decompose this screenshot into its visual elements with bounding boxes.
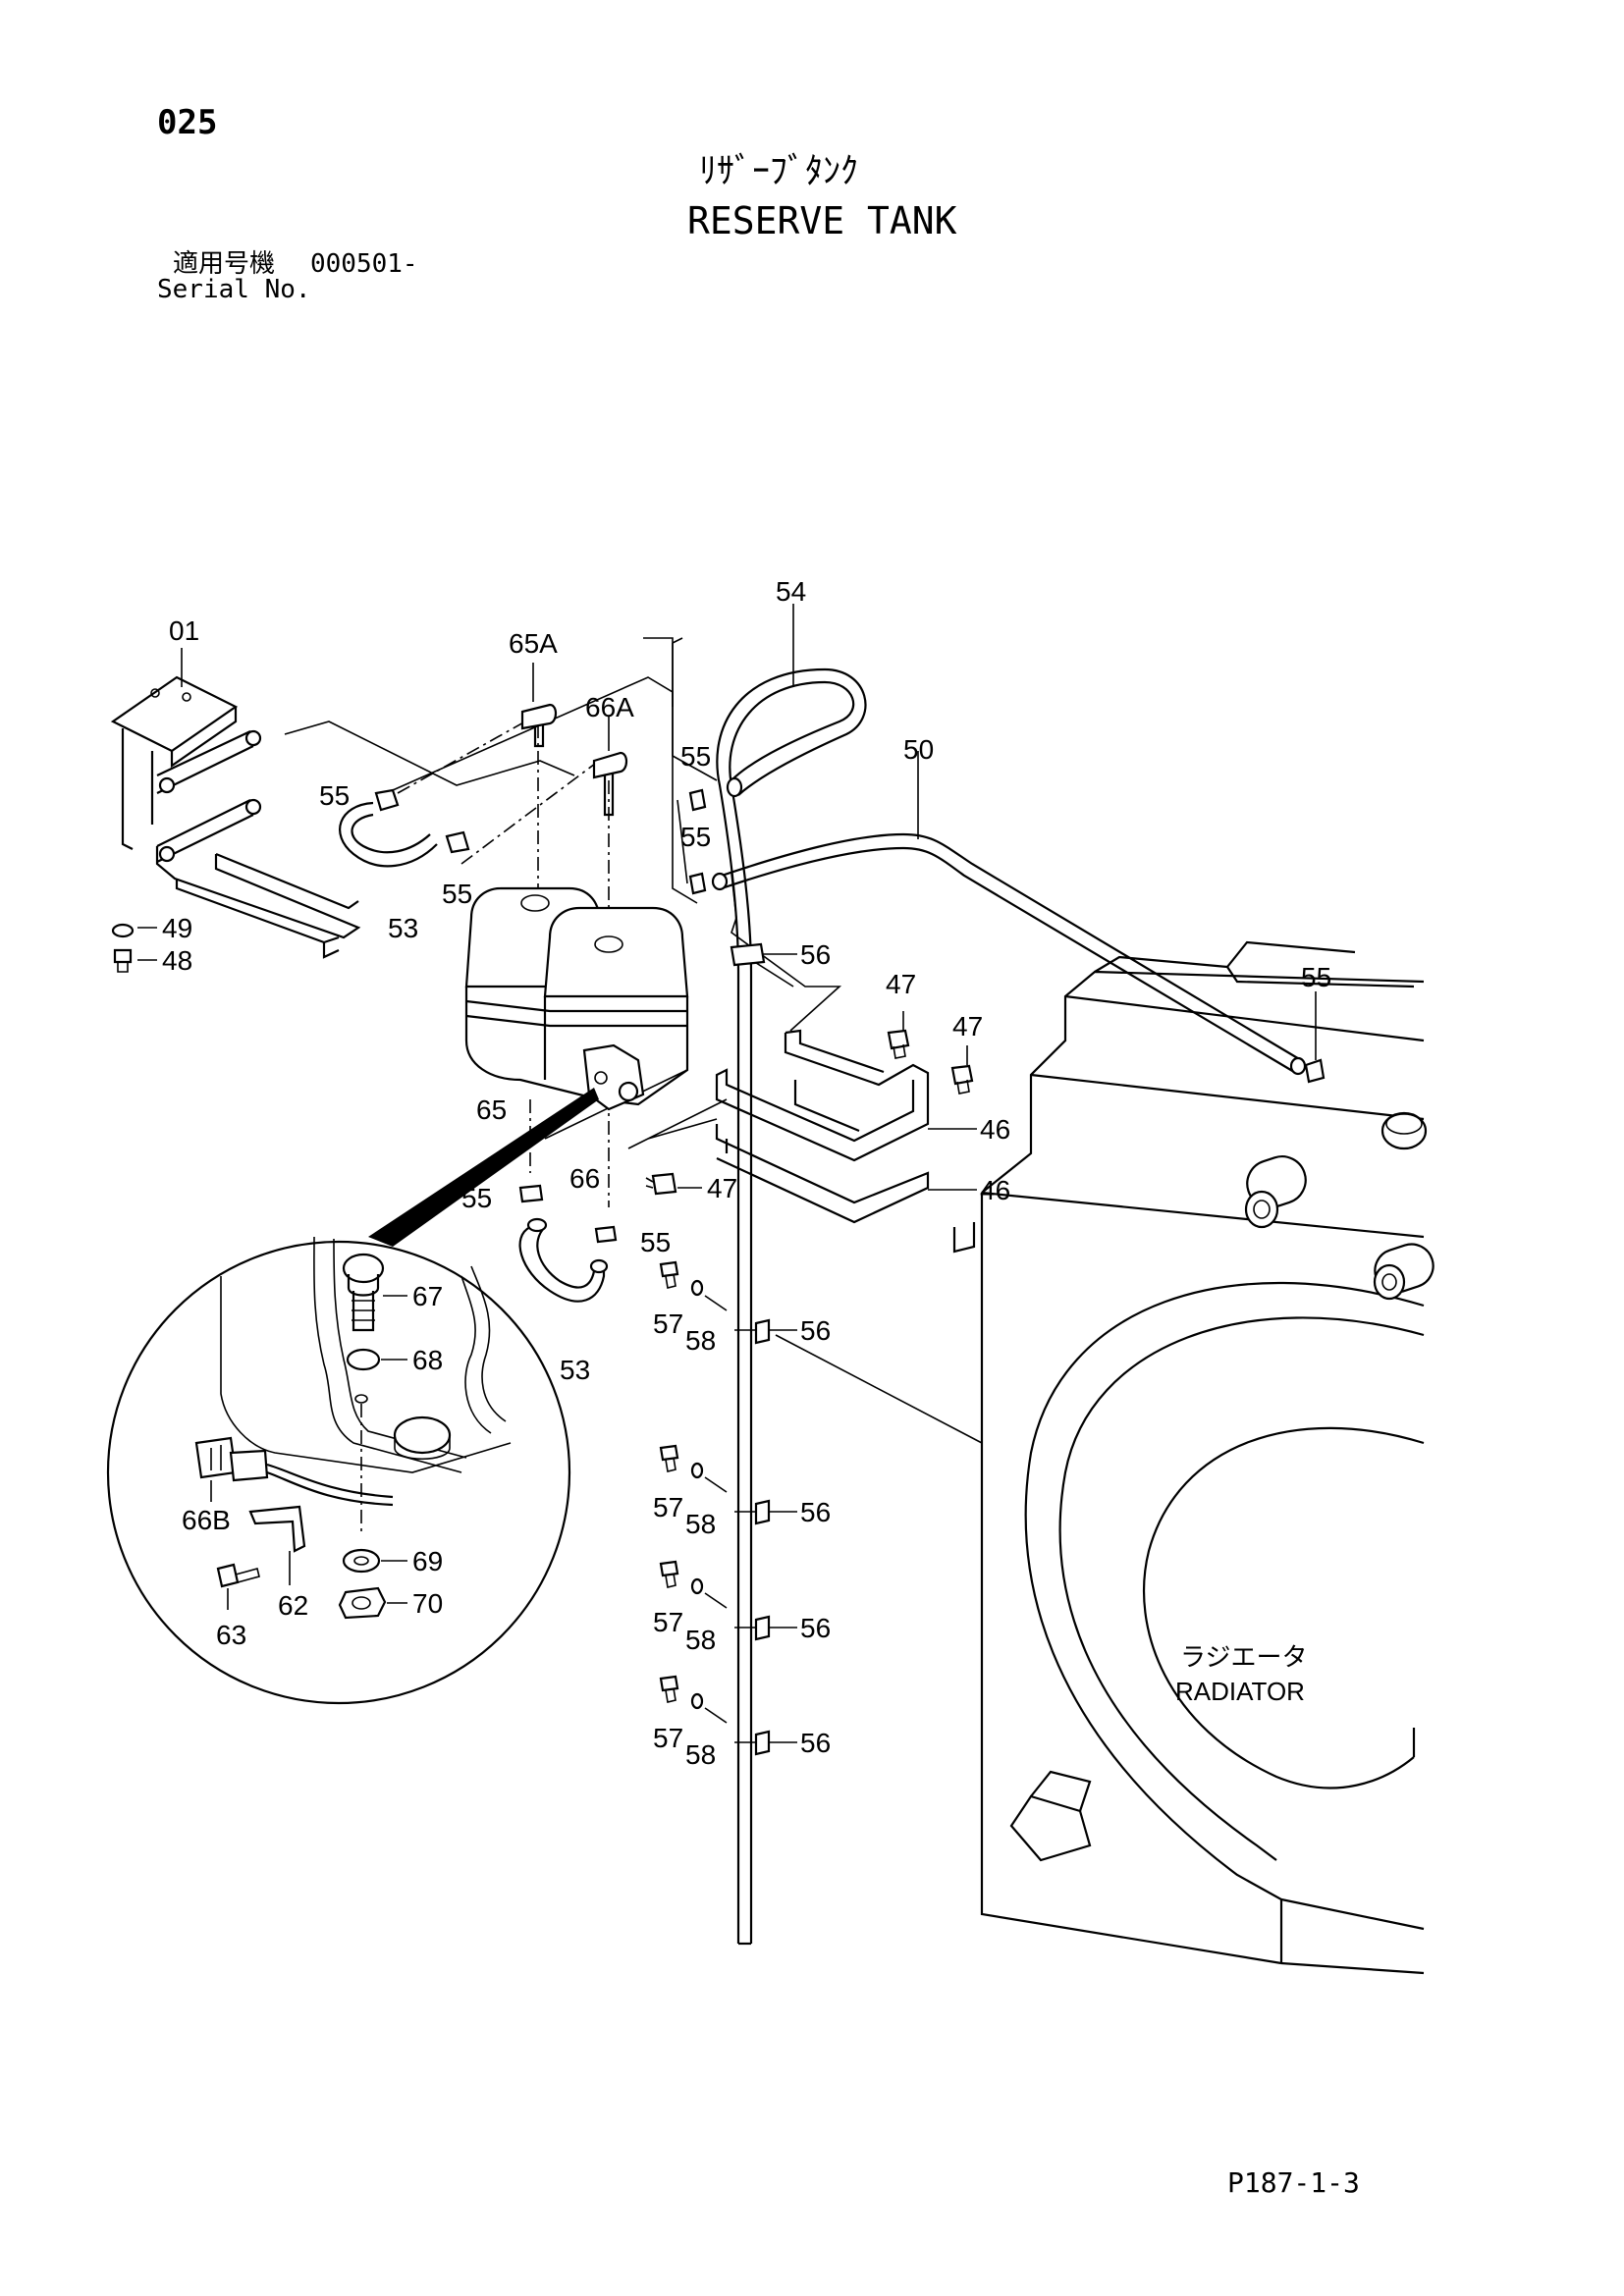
callout-56: 56	[800, 1613, 831, 1643]
callout-55: 55	[680, 822, 711, 852]
clip-56	[730, 942, 771, 1756]
callout-50: 50	[903, 734, 934, 765]
callout-58: 58	[685, 1625, 716, 1655]
serial-label-japanese: 適用号機	[173, 249, 276, 279]
callout-57: 57	[653, 1607, 683, 1637]
detail-magnified-view	[106, 1088, 599, 1705]
reserve-tank-65	[464, 886, 689, 1111]
radiator-label-japanese: ラジエータ	[1180, 1642, 1307, 1672]
callout-47: 47	[952, 1011, 983, 1041]
fitting-66A	[592, 751, 628, 817]
hose-50	[711, 832, 1307, 1076]
callout-58: 58	[685, 1509, 716, 1539]
callout-48: 48	[162, 945, 192, 976]
connector-66B	[194, 1436, 394, 1507]
callout-66: 66	[569, 1163, 600, 1194]
callout-66A: 66A	[585, 692, 634, 722]
bracket-01	[110, 675, 361, 973]
callout-57: 57	[653, 1308, 683, 1339]
callout-58: 58	[685, 1739, 716, 1770]
washer-69	[342, 1548, 381, 1574]
callout-55: 55	[442, 879, 472, 909]
callout-55: 55	[319, 780, 350, 811]
bracket-62	[248, 1505, 306, 1553]
page-reference: P187-1-3	[1227, 2166, 1360, 2199]
callout-47: 47	[886, 969, 916, 999]
serial-number-value: 000501-	[310, 249, 418, 279]
callout-70: 70	[412, 1588, 443, 1619]
callout-67: 67	[412, 1281, 443, 1311]
hose-53-upper	[339, 801, 438, 868]
hose-53-lower	[518, 1217, 609, 1303]
callout-62: 62	[278, 1590, 308, 1621]
callout-55: 55	[1301, 962, 1331, 992]
callout-56: 56	[800, 1497, 831, 1527]
callout-66B: 66B	[182, 1505, 231, 1535]
part-67-sensor	[342, 1253, 385, 1332]
hose-54	[716, 667, 867, 1946]
callout-01: 01	[169, 615, 199, 646]
callout-68: 68	[412, 1345, 443, 1375]
assembly-axis-lines	[397, 721, 610, 1207]
callout-56: 56	[800, 1315, 831, 1346]
screw-63	[216, 1563, 260, 1588]
callout-55: 55	[680, 741, 711, 772]
callout-54: 54	[776, 576, 806, 607]
page-title: RESERVE TANK	[687, 199, 957, 242]
callout-53: 53	[388, 913, 418, 943]
callout-labels: 01 65A 66A 54 50 55 55 55 55 55 55 55 53…	[162, 576, 1331, 1770]
callout-69: 69	[412, 1546, 443, 1576]
title-japanese: ﾘｻﾞｰﾌﾞﾀﾝｸ	[699, 151, 858, 191]
clamp-55	[374, 788, 1326, 1244]
callout-55: 55	[640, 1227, 671, 1257]
page-number: 025	[157, 103, 218, 142]
callout-46: 46	[980, 1175, 1010, 1205]
callout-63: 63	[216, 1620, 246, 1650]
nut-70	[338, 1586, 387, 1620]
radiator-label: RADIATOR	[1175, 1677, 1305, 1706]
callout-47: 47	[707, 1173, 737, 1203]
callout-56: 56	[800, 1728, 831, 1758]
serial-label: Serial No.	[157, 275, 311, 304]
callout-65A: 65A	[509, 628, 558, 659]
callout-57: 57	[653, 1723, 683, 1753]
callout-49: 49	[162, 913, 192, 943]
bracket-46	[715, 1029, 930, 1224]
callout-46: 46	[980, 1114, 1010, 1145]
callout-65: 65	[476, 1095, 507, 1125]
callout-53: 53	[560, 1355, 590, 1385]
callout-57: 57	[653, 1492, 683, 1522]
callout-58: 58	[685, 1325, 716, 1356]
callout-55: 55	[461, 1183, 492, 1213]
callout-56: 56	[800, 939, 831, 970]
radiator	[952, 940, 1435, 1975]
fitting-65A	[520, 703, 558, 748]
screw-57-washer-58	[659, 1260, 728, 1724]
bolt-47	[645, 1029, 974, 1196]
o-ring-68	[346, 1348, 381, 1371]
